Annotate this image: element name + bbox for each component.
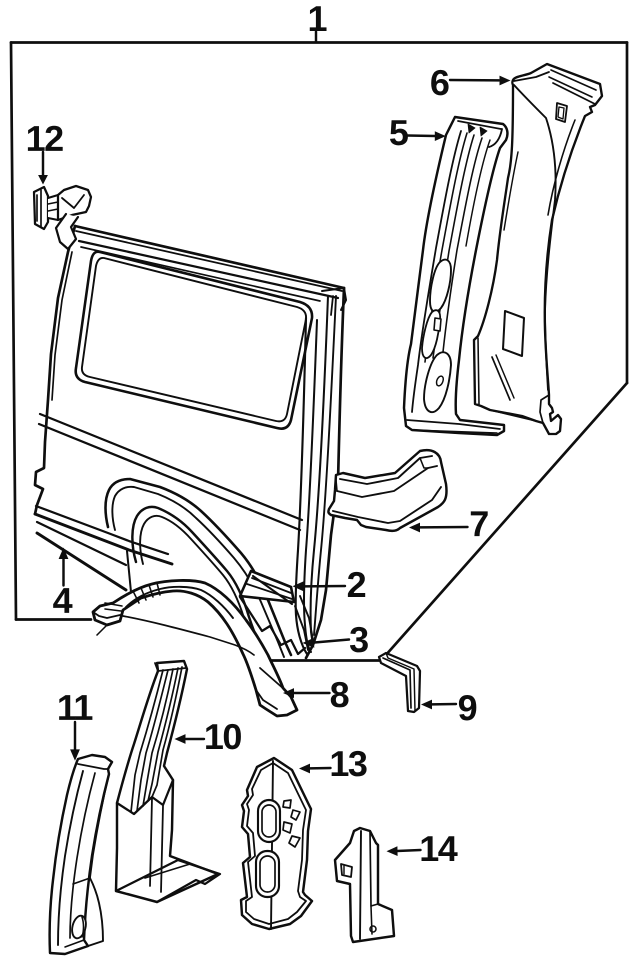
svg-text:10: 10	[204, 716, 242, 757]
svg-text:13: 13	[329, 743, 367, 784]
svg-text:2: 2	[347, 564, 366, 605]
svg-text:6: 6	[430, 62, 449, 103]
svg-text:14: 14	[419, 828, 458, 869]
svg-text:4: 4	[53, 580, 73, 621]
svg-text:9: 9	[458, 687, 477, 728]
svg-text:11: 11	[57, 687, 94, 728]
svg-text:1: 1	[307, 0, 327, 39]
svg-text:3: 3	[349, 619, 368, 660]
svg-text:7: 7	[469, 503, 488, 544]
svg-text:5: 5	[389, 112, 409, 153]
svg-text:12: 12	[26, 118, 64, 159]
svg-text:8: 8	[330, 674, 349, 715]
